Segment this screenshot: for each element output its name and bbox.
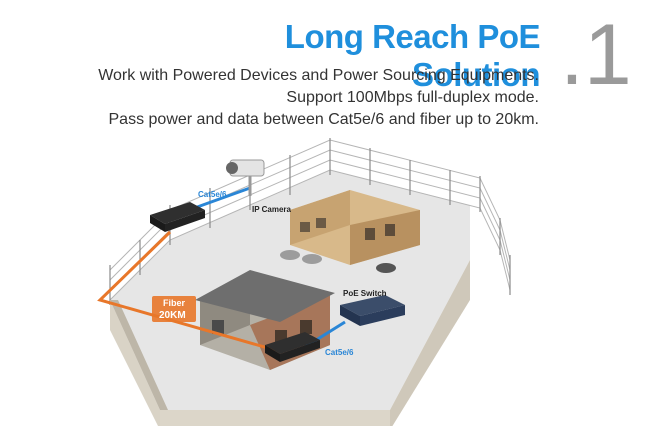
poe-switch — [340, 295, 405, 326]
label-ip-camera: IP Camera — [252, 205, 292, 214]
front-wall-right — [390, 260, 470, 426]
poe-extender-bottom — [265, 332, 320, 362]
label-poe-switch: PoE Switch — [343, 289, 387, 298]
back-building — [290, 190, 420, 265]
feature-line-3: Pass power and data between Cat5e/6 and … — [108, 111, 540, 128]
poe-extender-top — [150, 202, 205, 232]
ip-camera — [226, 159, 265, 196]
fiber-link — [97, 230, 276, 352]
label-cable-top: Cat5e/6 — [198, 190, 227, 199]
page-title: Long Reach PoE Solution — [284, 18, 541, 93]
feature-line-2: Support 100Mbps full-duplex mode. — [286, 89, 539, 106]
front-wall-left — [110, 300, 160, 426]
section-number: .1 — [560, 7, 632, 103]
feature-line-1: Work with Powered Devices and Power Sour… — [98, 67, 539, 84]
label-fiber-distance: 20KM — [159, 310, 186, 321]
fiber-label-box — [152, 296, 196, 322]
wall-top-left — [110, 300, 168, 410]
label-cable-bottom: Cat5e/6 — [325, 348, 354, 357]
front-wall-bottom — [160, 410, 390, 426]
cars — [280, 250, 396, 273]
label-fiber: Fiber — [163, 298, 186, 308]
